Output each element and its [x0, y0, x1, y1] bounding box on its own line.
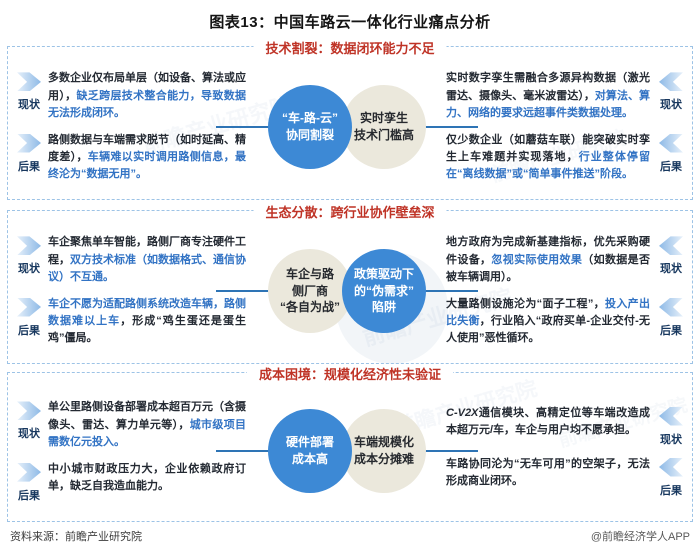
arrow-right-icon	[17, 401, 41, 421]
pain-point-circle: “车-路-云” 协同割裂	[268, 85, 352, 169]
fact-text: 多数企业仅布局单层（如设备、算法或应用），缺乏跨层技术整合能力，导致数据无法形成…	[48, 72, 247, 120]
status-edge: 现状	[12, 234, 46, 276]
status-label: 现状	[18, 99, 40, 112]
section-title: 成本困境：规模化经济性未验证	[246, 364, 454, 383]
section-ecosystem-dispersion: 生态分散：跨行业协作壁垒深 现状 车企聚焦单车智能，路侧厂商专注硬件工程，双方技…	[7, 202, 693, 364]
status-label: 现状	[18, 263, 40, 276]
arrow-right-icon	[17, 72, 41, 92]
fact-row: 实时数字孪生需融合多源异构数据（激光雷达、摄像头、毫米波雷达），对算法、算力、网…	[444, 70, 688, 122]
consequence-edge: 后果	[654, 132, 688, 174]
fact-row: C-V2X通信模块、高精定位等车端改造成本超万元/车，车企与用户均不愿承担。 现…	[444, 405, 688, 447]
fact-row: 现状 车企聚焦单车智能，路侧厂商专注硬件工程，双方技术标准（如数据格式、通信协议…	[12, 234, 250, 286]
consequence-label: 后果	[660, 484, 682, 497]
fact-text: 车企聚焦单车智能，路侧厂商专注硬件工程，双方技术标准（如数据格式、通信协议）不互…	[48, 236, 246, 284]
consequence-label: 后果	[660, 160, 682, 173]
consequence-label: 后果	[18, 324, 40, 337]
pain-point-circle: 车企与路 侧厂商 “各自为战”	[268, 249, 352, 333]
pain-point-center: 硬件部署 成本高 车端规模化 成本分摊难	[216, 385, 478, 517]
fact-row: 后果 车企不愿为适配路侧系统改造车辆，路侧数据难以上车，形成“鸡生蛋还是蛋生鸡”…	[12, 296, 250, 348]
fact-text: 路侧数据与车端需求脱节（如时延高、精度差），车辆难以实时调用路侧信息，最终沦为“…	[48, 133, 247, 181]
page-title: 图表13：中国车路云一体化行业痛点分析	[209, 14, 491, 31]
fact-text: 实时数字孪生需融合多源异构数据（激光雷达、摄像头、毫米波雷达），对算法、算力、网…	[446, 72, 651, 120]
consequence-edge: 后果	[654, 296, 688, 338]
pain-point-center: “车-路-云” 协同割裂 实时孪生 技术门槛高	[216, 59, 478, 195]
arrow-left-icon	[659, 297, 683, 317]
pain-point-center: 车企与路 侧厂商 “各自为战” 政策驱动下 的“伪需求” 陷阱	[216, 223, 478, 359]
fact-text: 单公里路侧设备部署成本超百万元（含摄像头、雷达、算力单元等），城市级项目需数亿元…	[48, 401, 247, 449]
right-facts: C-V2X通信模块、高精定位等车端改造成本超万元/车，车企与用户均不愿承担。 现…	[444, 405, 688, 498]
consequence-edge: 后果	[12, 296, 46, 338]
arrow-left-icon	[659, 236, 683, 256]
section-title: 生态分散：跨行业协作壁垒深	[253, 202, 447, 221]
fact-text: 车路协同沦为“无车可用”的空架子，无法形成商业闭环。	[446, 457, 650, 487]
arrow-left-icon	[659, 406, 683, 426]
arrow-right-icon	[17, 236, 41, 256]
right-facts: 地方政府为完成新基建指标，优先采购硬件设备，忽视实际使用效果（如数据是否被车辆调…	[444, 234, 688, 347]
left-facts: 现状 车企聚焦单车智能，路侧厂商专注硬件工程，双方技术标准（如数据格式、通信协议…	[12, 234, 250, 347]
left-facts: 现状 单公里路侧设备部署成本超百万元（含摄像头、雷达、算力单元等），城市级项目需…	[12, 399, 250, 502]
credit-note: @前瞻经济学人APP	[590, 531, 690, 543]
status-edge: 现状	[654, 70, 688, 112]
status-label: 现状	[660, 263, 682, 276]
pain-point-circle: 实时孪生 技术门槛高	[342, 85, 426, 169]
fact-row: 车路协同沦为“无车可用”的空架子，无法形成商业闭环。 后果	[444, 456, 688, 498]
fact-text: 地方政府为完成新基建指标，优先采购硬件设备，忽视实际使用效果（如数据是否被车辆调…	[446, 236, 651, 284]
consequence-edge: 后果	[12, 461, 46, 503]
fact-text: 中小城市财政压力大，企业依赖政府订单，缺乏自我造血能力。	[48, 462, 246, 492]
arrow-left-icon	[659, 457, 683, 477]
fact-row: 现状 多数企业仅布局单层（如设备、算法或应用），缺乏跨层技术整合能力，导致数据无…	[12, 70, 250, 122]
status-label: 现状	[18, 428, 40, 441]
consequence-label: 后果	[18, 489, 40, 502]
consequence-label: 后果	[660, 324, 682, 337]
arrow-right-icon	[17, 133, 41, 153]
status-edge: 现状	[654, 405, 688, 447]
pain-point-circle: 硬件部署 成本高	[268, 409, 352, 493]
section-tech-fragmentation: 技术割裂：数据闭环能力不足 现状 多数企业仅布局单层（如设备、算法或应用），缺乏…	[7, 38, 693, 200]
arrow-right-icon	[17, 297, 41, 317]
fact-row: 仅少数企业（如蘑菇车联）能突破实时孪生上车难题并实现落地，行业整体停留在“离线数…	[444, 132, 688, 184]
section-title: 技术割裂：数据闭环能力不足	[253, 38, 447, 57]
source-note: 资料来源：前瞻产业研究院	[10, 531, 142, 543]
fact-text: 车企不愿为适配路侧系统改造车辆，路侧数据难以上车，形成“鸡生蛋还是蛋生鸡”僵局。	[48, 297, 246, 345]
status-label: 现状	[660, 433, 682, 446]
fact-row: 地方政府为完成新基建指标，优先采购硬件设备，忽视实际使用效果（如数据是否被车辆调…	[444, 234, 688, 286]
arrow-right-icon	[17, 462, 41, 482]
arrow-left-icon	[659, 133, 683, 153]
status-edge: 现状	[654, 234, 688, 276]
fact-text: C-V2X通信模块、高精定位等车端改造成本超万元/车，车企与用户均不愿承担。	[446, 406, 650, 436]
left-facts: 现状 多数企业仅布局单层（如设备、算法或应用），缺乏跨层技术整合能力，导致数据无…	[12, 70, 250, 183]
section-cost-dilemma: 成本困境：规模化经济性未验证 现状 单公里路侧设备部署成本超百万元（含摄像头、雷…	[7, 364, 693, 522]
fact-row: 后果 中小城市财政压力大，企业依赖政府订单，缺乏自我造血能力。	[12, 461, 250, 503]
arrow-left-icon	[659, 72, 683, 92]
fact-text: 大量路侧设施沦为“面子工程”，投入产出比失衡，行业陷入“政府买单-企业交付-无人…	[446, 297, 651, 345]
fact-row: 现状 单公里路侧设备部署成本超百万元（含摄像头、雷达、算力单元等），城市级项目需…	[12, 399, 250, 451]
fact-text: 仅少数企业（如蘑菇车联）能突破实时孪生上车难题并实现落地，行业整体停留在“离线数…	[446, 133, 650, 181]
status-label: 现状	[660, 99, 682, 112]
consequence-edge: 后果	[654, 456, 688, 498]
consequence-edge: 后果	[12, 132, 46, 174]
right-facts: 实时数字孪生需融合多源异构数据（激光雷达、摄像头、毫米波雷达），对算法、算力、网…	[444, 70, 688, 183]
pain-point-circle: 政策驱动下 的“伪需求” 陷阱	[342, 249, 426, 333]
consequence-label: 后果	[18, 160, 40, 173]
fact-row: 后果 路侧数据与车端需求脱节（如时延高、精度差），车辆难以实时调用路侧信息，最终…	[12, 132, 250, 184]
status-edge: 现状	[12, 399, 46, 441]
pain-point-circle: 车端规模化 成本分摊难	[342, 409, 426, 493]
fact-row: 大量路侧设施沦为“面子工程”，投入产出比失衡，行业陷入“政府买单-企业交付-无人…	[444, 296, 688, 348]
status-edge: 现状	[12, 70, 46, 112]
